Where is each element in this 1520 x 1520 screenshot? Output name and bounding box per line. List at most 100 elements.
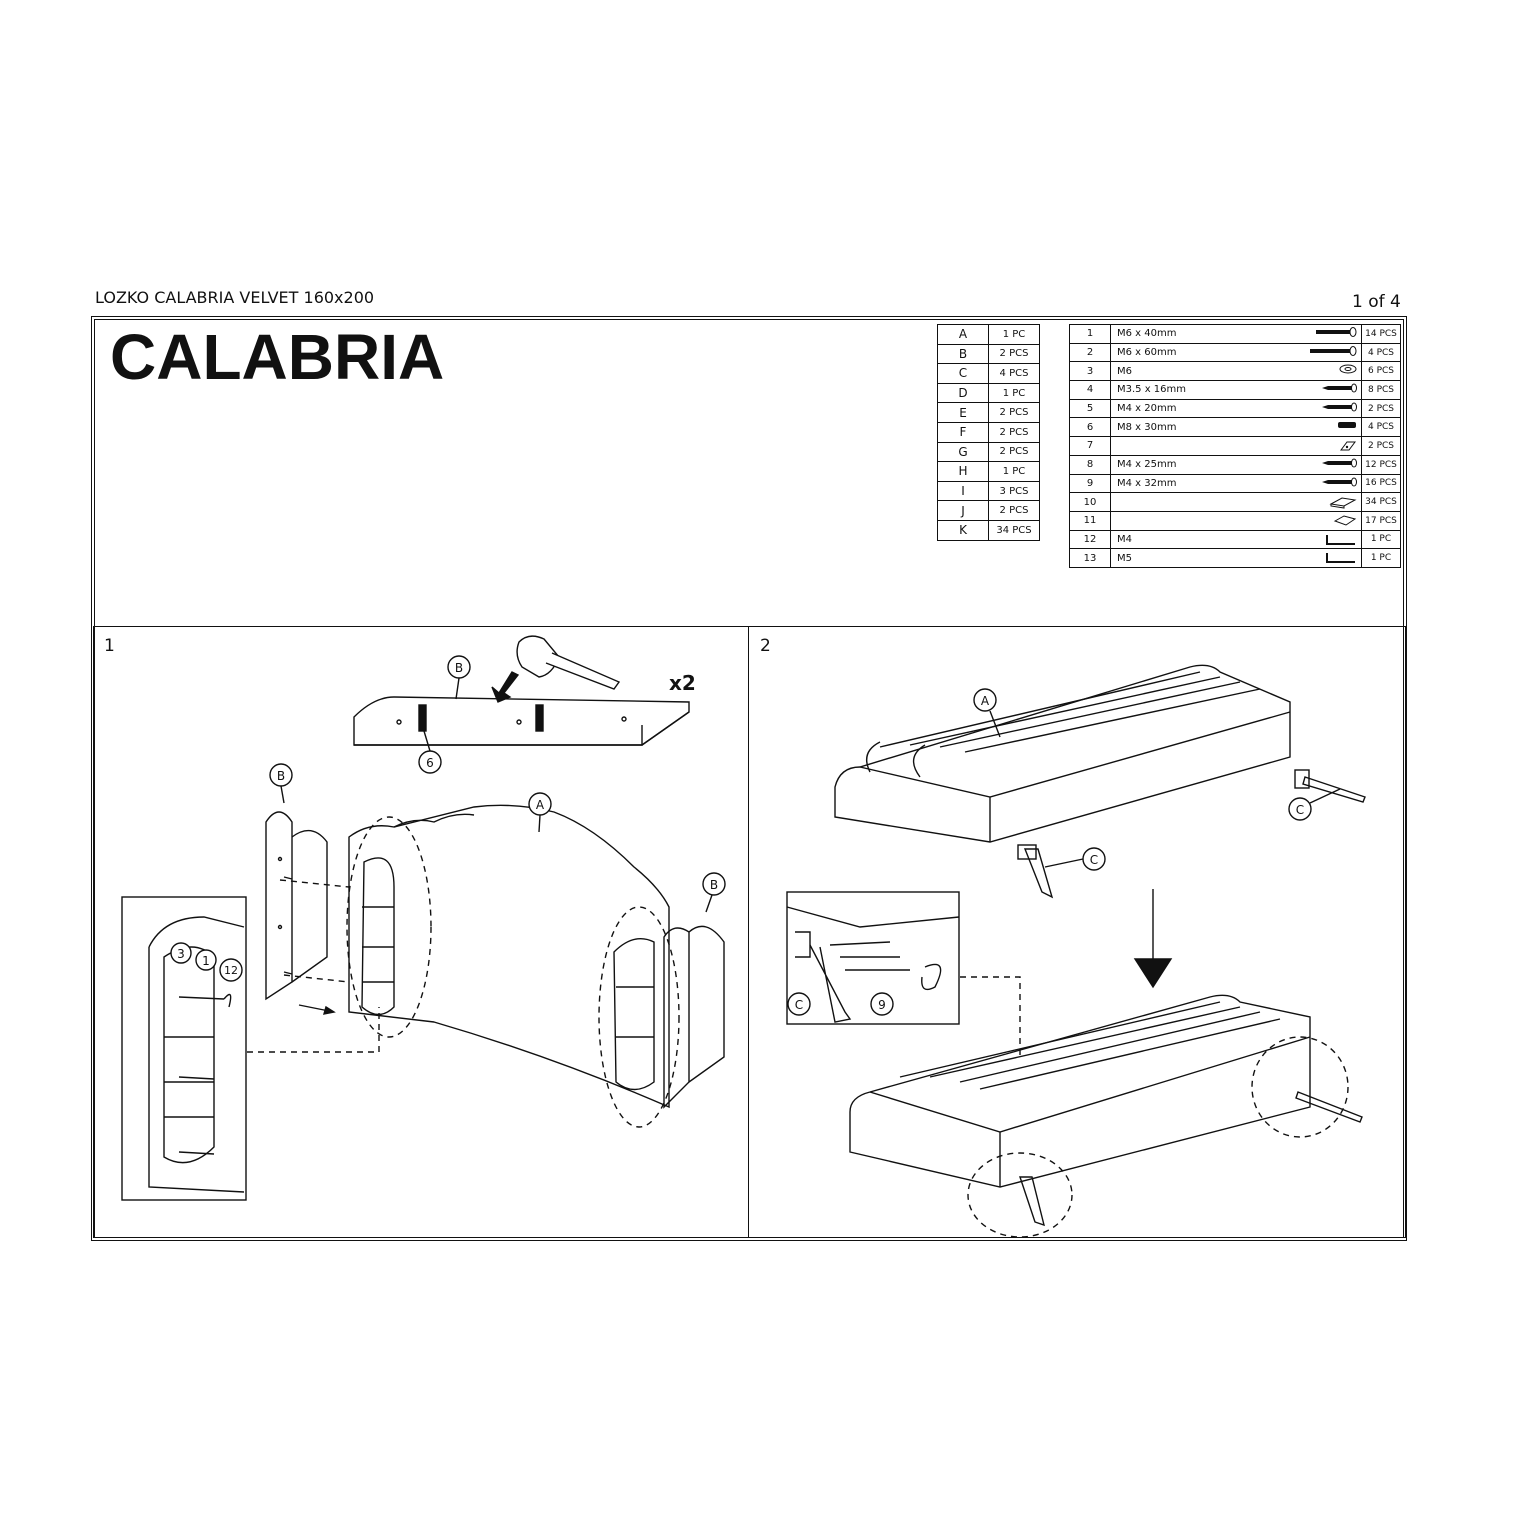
hardware-qty: 16 PCS xyxy=(1361,473,1401,494)
hardware-spec: M3.5 x 16mm xyxy=(1117,384,1187,396)
hardware-number: 4 xyxy=(1069,380,1111,400)
hardware-row: 9 M4 x 32mm 16 PCS xyxy=(1069,473,1401,494)
callout-c-detail-label: C xyxy=(795,998,803,1012)
part-letter: I xyxy=(937,480,989,502)
callout-1 xyxy=(195,949,217,971)
hardware-spec-cell xyxy=(1110,492,1362,512)
side-panel-b-right xyxy=(613,925,725,1109)
hardware-number: 6 xyxy=(1069,417,1111,438)
hardware-qty: 12 PCS xyxy=(1361,454,1401,475)
screw-icon xyxy=(1320,477,1358,490)
part-letter: E xyxy=(937,402,989,423)
detail-marker-front-leg xyxy=(967,1152,1073,1237)
page-frame xyxy=(91,316,1407,1241)
step-1-number: 1 xyxy=(104,636,115,656)
part-qty: 3 PCS xyxy=(988,480,1040,502)
bed-frame-top xyxy=(834,664,1291,843)
hardware-spec-cell: M4 xyxy=(1110,529,1362,550)
part-letter: B xyxy=(937,343,989,365)
bolt-icon xyxy=(1314,327,1358,340)
part-letter: D xyxy=(937,382,989,404)
side-panel-b-left xyxy=(265,811,328,1001)
hardware-number: 2 xyxy=(1069,342,1111,363)
step-1-illustration: x2 B 6 B A B xyxy=(121,635,726,1201)
hardware-qty: 1 PC xyxy=(1361,548,1401,568)
part-letter: H xyxy=(937,461,989,482)
part-qty: 2 PCS xyxy=(988,441,1040,463)
step-1-multiplier: x2 xyxy=(669,671,696,695)
hardware-spec: M4 x 32mm xyxy=(1117,477,1177,489)
part-letter: J xyxy=(937,500,989,521)
callout-b-top-label: B xyxy=(455,661,463,675)
hammer-icon xyxy=(491,635,621,703)
detail-inset-step2-drawing xyxy=(786,906,960,1023)
callout-c-front-label: C xyxy=(1090,853,1098,867)
callout-12-label: 12 xyxy=(224,964,238,977)
hardware-number: 12 xyxy=(1069,529,1111,550)
hardware-number: 5 xyxy=(1069,398,1111,419)
hardware-row: 1 M6 x 40mm 14 PCS xyxy=(1069,324,1401,344)
hardware-qty: 4 PCS xyxy=(1361,342,1401,363)
callout-12 xyxy=(219,958,243,982)
callout-3 xyxy=(170,942,192,964)
hardware-spec-cell: M3.5 x 16mm xyxy=(1110,380,1362,400)
part-qty: 2 PCS xyxy=(988,421,1040,443)
part-letter: C xyxy=(937,363,989,384)
hardware-spec-cell: M4 x 25mm xyxy=(1110,454,1362,475)
hardware-spec-cell: M6 x 40mm xyxy=(1110,324,1362,344)
part-qty: 2 PCS xyxy=(988,500,1040,521)
callout-b-left-label: B xyxy=(277,769,285,783)
bed-leg-bottom-right xyxy=(1295,1091,1363,1123)
bed-leg-right xyxy=(1294,769,1366,803)
screw-icon xyxy=(1320,402,1358,415)
hardware-number: 1 xyxy=(1069,324,1111,344)
hardware-spec-cell: M4 x 32mm xyxy=(1110,473,1362,494)
hardware-spec: M6 x 40mm xyxy=(1117,328,1177,340)
part-letter: K xyxy=(937,519,989,541)
hardware-qty: 14 PCS xyxy=(1361,324,1401,344)
part-letter: F xyxy=(937,421,989,443)
dowel-icon xyxy=(1336,420,1358,433)
hardware-qty: 17 PCS xyxy=(1361,510,1401,531)
washer-icon xyxy=(1338,364,1358,377)
long-bolt-icon xyxy=(1308,345,1358,359)
hardware-spec: M4 x 20mm xyxy=(1117,403,1177,415)
callout-c-right xyxy=(1288,797,1312,821)
headboard-side-panel-top xyxy=(353,696,690,746)
hardware-spec-cell xyxy=(1110,510,1362,531)
steps-divider xyxy=(748,626,749,1238)
part-qty: 4 PCS xyxy=(988,363,1040,384)
hardware-spec-cell: M4 x 20mm xyxy=(1110,398,1362,419)
arrow-down-icon xyxy=(1133,889,1173,989)
part-letter: G xyxy=(937,441,989,463)
hardware-qty: 4 PCS xyxy=(1361,417,1401,438)
callout-1-label: 1 xyxy=(202,954,210,968)
detail-inset-frame xyxy=(121,896,247,1201)
hardware-row: 5 M4 x 20mm 2 PCS xyxy=(1069,398,1401,419)
hardware-qty: 2 PCS xyxy=(1361,398,1401,419)
hardware-spec: M4 x 25mm xyxy=(1117,459,1177,471)
document-title: LOZKO CALABRIA VELVET 160x200 xyxy=(95,288,375,307)
hardware-number: 10 xyxy=(1069,492,1111,512)
hardware-number: 9 xyxy=(1069,473,1111,494)
part-qty: 2 PCS xyxy=(988,402,1040,423)
bed-leg-bottom-front xyxy=(1019,1176,1045,1227)
step-2-illustration: A C C C 9 xyxy=(786,664,1366,1237)
callout-b-right xyxy=(702,872,726,896)
callout-a-label: A xyxy=(536,798,545,812)
part-qty: 1 PC xyxy=(988,461,1040,482)
